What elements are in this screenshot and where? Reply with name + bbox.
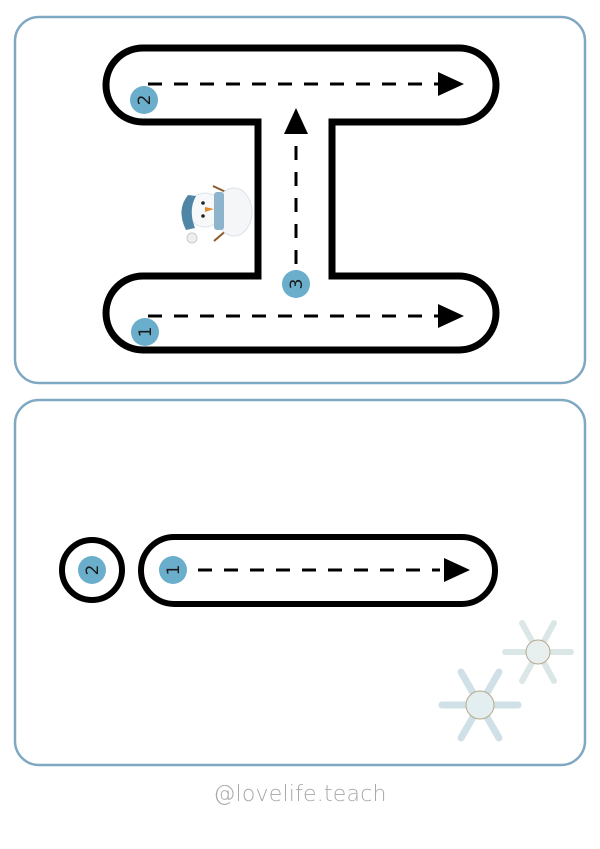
arrow-right-icon bbox=[444, 558, 470, 582]
step-badge-2: 2 bbox=[130, 86, 158, 114]
step-badge-2: 2 bbox=[78, 556, 106, 584]
step-badge-1: 1 bbox=[131, 318, 159, 346]
step-badge-3: 3 bbox=[282, 270, 310, 298]
snowflake-icon bbox=[438, 668, 522, 742]
svg-text:1: 1 bbox=[164, 565, 184, 576]
svg-text:1: 1 bbox=[136, 327, 156, 338]
line-track bbox=[138, 534, 498, 607]
arrow-up-icon bbox=[284, 108, 308, 134]
author-credit: @lovelife.teach bbox=[213, 782, 387, 807]
arrow-right-icon bbox=[438, 304, 464, 328]
svg-text:2: 2 bbox=[135, 95, 155, 106]
arrow-right-icon bbox=[438, 72, 464, 96]
svg-text:3: 3 bbox=[287, 279, 307, 290]
svg-text:2: 2 bbox=[83, 565, 103, 576]
snowman-icon bbox=[181, 185, 253, 244]
snowflake-icon bbox=[502, 620, 574, 684]
step-badge-1: 1 bbox=[159, 556, 187, 584]
letter-h-track bbox=[102, 44, 500, 354]
